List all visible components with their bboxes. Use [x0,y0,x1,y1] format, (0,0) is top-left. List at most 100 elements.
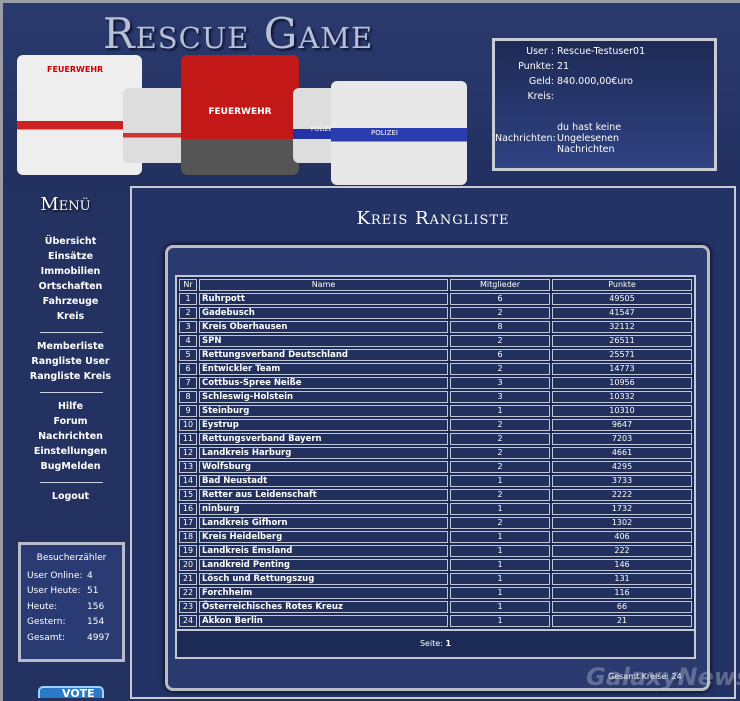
points-cell: 9647 [552,419,692,431]
name-cell[interactable]: Landkreis Harburg [199,447,448,459]
name-cell[interactable]: ninburg [199,503,448,515]
counter-row: Heute:156 [27,599,122,615]
members-cell: 3 [450,377,550,389]
counter-label: Gestern: [27,617,66,628]
name-cell[interactable]: Landkreid Penting [199,559,448,571]
menu-item[interactable]: Hilfe [57,401,84,412]
members-cell: 1 [450,405,550,417]
points-cell: 4295 [552,461,692,473]
nachrichten-label: Nachrichten: [495,133,556,144]
name-cell[interactable]: Gadebusch [199,307,448,319]
user-value: Rescue-Testuser01 [557,46,646,57]
rank-cell: 14 [179,475,197,487]
menu-item[interactable]: Kreis [56,311,85,322]
menu-item[interactable]: Einsätze [47,251,94,262]
points-cell: 32112 [552,321,692,333]
vehicle-label: POLIZEI [311,126,335,133]
name-cell[interactable]: Cottbus-Spree Neiße [199,377,448,389]
geld-value: 840.000,00€uro [557,76,633,87]
counter-row: Gesamt:4997 [27,630,122,646]
seite-label: Seite: [419,639,443,648]
kreis-label: Kreis: [527,91,554,102]
points-cell: 116 [552,587,692,599]
name-cell[interactable]: Österreichisches Rotes Kreuz [199,601,448,613]
menu-item[interactable]: Nachrichten [38,431,103,442]
user-info-panel: User :Rescue-Testuser01 Punkte:21 Geld:8… [492,38,717,171]
name-cell[interactable]: Entwickler Team [199,363,448,375]
name-cell[interactable]: Eystrup [199,419,448,431]
points-cell: 1302 [552,517,692,529]
name-cell[interactable]: Bad Neustadt [199,475,448,487]
name-cell[interactable]: Wolfsburg [199,461,448,473]
kreis-value [557,91,714,102]
menu-item[interactable]: Rangliste Kreis [29,371,112,382]
counter-value: 154 [87,617,105,628]
menu-item[interactable]: Übersicht [44,236,97,247]
name-cell[interactable]: Retter aus Leidenschaft [199,489,448,501]
name-cell[interactable]: SPN [199,335,448,347]
vote-button[interactable]: VOTE [38,686,104,700]
name-cell[interactable]: Steinburg [199,405,448,417]
members-cell: 1 [450,587,550,599]
members-cell: 2 [450,461,550,473]
members-cell: 6 [450,293,550,305]
rank-cell: 22 [179,587,197,599]
rank-cell: 3 [179,321,197,333]
name-cell[interactable]: Landkreis Gifhorn [199,517,448,529]
menu-divider [40,392,103,393]
name-cell[interactable]: Forchheim [199,587,448,599]
nachrichten-value: du hast keine Ungelesenen Nachrichten [557,122,622,155]
menu-item[interactable]: Immobilien [40,266,101,277]
name-cell[interactable]: Lösch und Rettungszug [199,573,448,585]
name-cell[interactable]: Rettungsverband Deutschland [199,349,448,361]
members-cell: 2 [450,419,550,431]
name-cell[interactable]: Ruhrpott [199,293,448,305]
menu-item[interactable]: Fahrzeuge [42,296,99,307]
menu-item[interactable]: Forum [53,416,88,427]
members-cell: 1 [450,503,550,515]
points-cell: 222 [552,545,692,557]
rank-cell: 19 [179,545,197,557]
page-title: Kreis Rangliste [356,208,510,229]
name-cell[interactable]: Kreis Heidelberg [199,531,448,543]
counter-row: User Online:4 [27,568,122,584]
menu-item[interactable]: Memberliste [37,341,104,352]
rank-cell: 11 [179,433,197,445]
menu-item[interactable]: BugMelden [40,461,101,472]
members-cell: 8 [450,321,550,333]
name-cell[interactable]: Landkreis Emsland [199,545,448,557]
name-cell[interactable]: Akkon Berlin [199,615,448,627]
page-number[interactable]: 1 [445,639,452,648]
rank-cell: 4 [179,335,197,347]
points-cell: 10332 [552,391,692,403]
points-cell: 131 [552,573,692,585]
page: Rescue Game FEUERWEHR FEUERWEHR POLIZEI … [3,3,740,701]
counter-label: User Online: [27,570,83,581]
name-cell[interactable]: Kreis Oberhausen [199,321,448,333]
menu-item[interactable]: Logout [51,491,90,502]
rank-cell: 15 [179,489,197,501]
menu-item[interactable]: Rangliste User [31,356,110,367]
points-cell: 49505 [552,293,692,305]
members-cell: 2 [450,335,550,347]
rank-cell: 18 [179,531,197,543]
members-cell: 1 [450,573,550,585]
menu-item[interactable]: Ortschaften [38,281,103,292]
name-cell[interactable]: Schleswig-Holstein [199,391,448,403]
name-cell[interactable]: Rettungsverband Bayern [199,433,448,445]
user-label: User : [526,46,554,57]
menu-item[interactable]: Einstellungen [33,446,108,457]
